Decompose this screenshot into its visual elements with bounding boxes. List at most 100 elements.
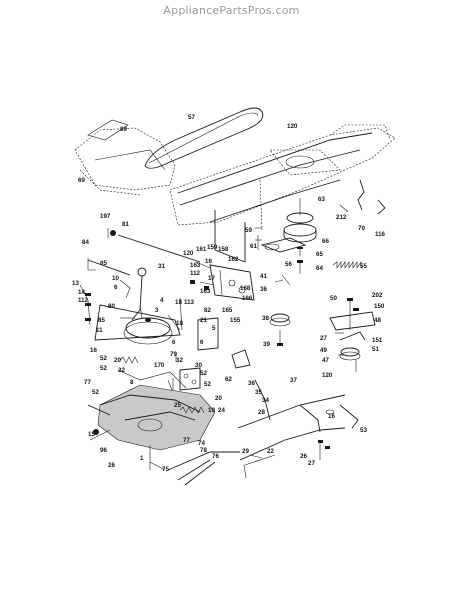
label-76: 76 — [212, 453, 219, 460]
label-112: 112 — [78, 297, 89, 304]
label-31: 31 — [158, 263, 165, 270]
label-168: 168 — [240, 285, 251, 292]
label-163: 163 — [190, 262, 201, 269]
label-3: 3 — [155, 307, 159, 314]
label-19: 19 — [208, 407, 215, 414]
label-17: 17 — [208, 275, 215, 282]
brake-rods — [149, 451, 240, 486]
label-63: 63 — [318, 196, 325, 203]
label-84: 84 — [82, 239, 89, 246]
label-1: 1 — [140, 455, 144, 462]
label-25: 25 — [174, 402, 181, 409]
label-10: 10 — [112, 275, 119, 282]
shift-lever — [120, 267, 147, 321]
return-spring — [179, 406, 205, 414]
label-159: 159 — [207, 244, 218, 251]
label-11: 11 — [96, 327, 103, 334]
transaxle — [87, 369, 216, 470]
label-36b: 36 — [248, 380, 255, 387]
clutch-rod-assembly — [79, 228, 201, 341]
label-52d: 52 — [200, 370, 207, 377]
label-39: 39 — [263, 341, 270, 348]
shift-plate — [179, 367, 201, 391]
label-74: 74 — [198, 440, 205, 447]
label-30: 30 — [195, 362, 202, 369]
hardware-right — [255, 179, 386, 286]
label-14: 14 — [78, 289, 85, 296]
chassis-frame — [169, 124, 396, 263]
label-161: 161 — [196, 246, 207, 253]
label-52b: 52 — [100, 365, 107, 372]
label-116: 116 — [375, 231, 386, 238]
label-61: 61 — [250, 243, 257, 250]
label-62: 62 — [225, 376, 232, 383]
label-29: 29 — [242, 448, 249, 455]
label-18b: 18 — [176, 320, 183, 327]
label-96: 96 — [100, 447, 107, 454]
label-112b: 112 — [190, 270, 201, 277]
label-70: 70 — [358, 225, 365, 232]
label-69: 69 — [78, 177, 85, 184]
label-35: 35 — [255, 389, 262, 396]
label-38: 38 — [262, 315, 269, 322]
label-37: 37 — [290, 377, 297, 384]
label-32b: 32 — [176, 357, 183, 364]
label-163b: 163 — [200, 288, 211, 295]
pedal-shaft — [231, 349, 359, 479]
center-brackets — [167, 261, 255, 398]
label-212: 212 — [336, 214, 347, 221]
label-85: 85 — [100, 260, 107, 267]
label-27: 27 — [308, 460, 315, 467]
label-16c: 16 — [328, 413, 335, 420]
label-79: 79 — [170, 351, 177, 358]
label-77: 77 — [84, 379, 91, 386]
label-120: 120 — [287, 123, 298, 130]
label-18: 18 — [175, 299, 182, 306]
label-55: 55 — [360, 263, 367, 270]
label-82: 82 — [204, 307, 211, 314]
label-13: 13 — [72, 280, 79, 287]
label-47: 47 — [322, 357, 329, 364]
transmission-pulley — [123, 304, 173, 345]
label-66: 66 — [322, 238, 329, 245]
label-52c: 52 — [92, 389, 99, 396]
engine-pulley — [255, 198, 317, 251]
label-89: 89 — [120, 126, 127, 133]
label-56: 56 — [285, 261, 292, 268]
label-151: 151 — [372, 337, 383, 344]
label-15: 15 — [88, 431, 95, 438]
label-170: 170 — [154, 362, 165, 369]
label-51: 51 — [372, 346, 379, 353]
label-158: 158 — [218, 246, 229, 253]
label-150: 150 — [374, 303, 385, 310]
label-48: 48 — [374, 317, 381, 324]
label-120b: 120 — [183, 250, 194, 257]
label-16b: 16 — [90, 347, 97, 354]
dash-console — [74, 119, 176, 196]
label-77b: 77 — [183, 437, 190, 444]
label-202: 202 — [372, 292, 383, 299]
idler-bracket — [260, 237, 307, 253]
label-52e: 52 — [204, 381, 211, 388]
label-81: 81 — [122, 221, 129, 228]
label-20b: 20 — [215, 395, 222, 402]
spring — [332, 261, 362, 269]
label-34: 34 — [262, 397, 269, 404]
label-20: 20 — [114, 357, 121, 364]
label-166: 166 — [242, 295, 253, 302]
label-28: 28 — [258, 409, 265, 416]
label-5: 5 — [212, 325, 216, 332]
label-26: 26 — [108, 462, 115, 469]
drive-belt — [144, 107, 264, 169]
label-6: 6 — [114, 284, 118, 291]
label-16: 16 — [205, 258, 212, 265]
brake-spring — [119, 356, 139, 364]
label-64: 64 — [316, 265, 323, 272]
site-watermark: AppliancePartsPros.com — [163, 4, 300, 17]
label-155: 155 — [230, 317, 241, 324]
label-6b: 6 — [172, 339, 176, 346]
label-120c: 120 — [322, 372, 333, 379]
label-80: 80 — [108, 303, 115, 310]
label-165: 165 — [222, 307, 233, 314]
